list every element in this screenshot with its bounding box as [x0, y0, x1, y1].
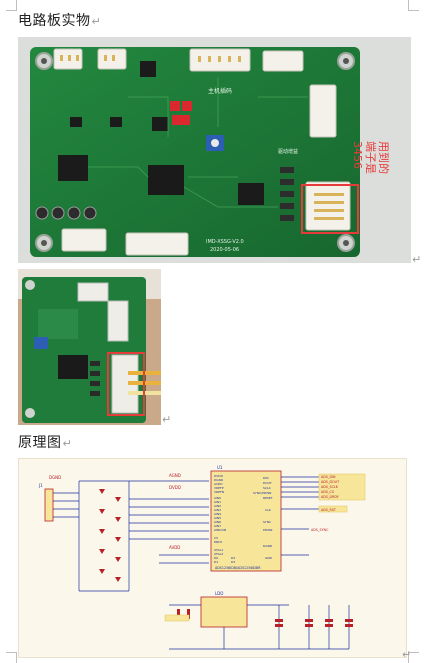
ic-pin-left-0: DVDD — [214, 474, 224, 478]
ic-pin-left-6: AIN1 — [214, 500, 221, 504]
highlight-box-terminals — [301, 184, 359, 234]
page-corner-bottom-left — [6, 652, 17, 663]
paragraph-mark: ↵ — [91, 15, 102, 28]
heading-schematic: 原理图↵ — [18, 432, 72, 452]
connector-label: J1 — [38, 483, 43, 488]
net-label-left-2: DVDD — [169, 485, 181, 490]
ic-pin-left-18: D0 — [214, 556, 218, 560]
net-label-right-6: ADS_SYNC — [311, 528, 329, 532]
page-corner-top-left — [6, 0, 17, 11]
annotation-line-3: 3456 — [351, 141, 364, 169]
ic-pin-right-7: PDWN — [263, 528, 272, 532]
ic-pin-left-14: CS — [214, 536, 218, 540]
net-label-left-0: DGND — [49, 475, 61, 480]
net-label-right-3: ADS_CS — [321, 490, 334, 494]
board-photo-main: 主机插码 驱动增益 IMD-XSSG-V2.0 2020-05-06 用到的 端… — [18, 37, 411, 263]
ic-pin-left-8: AIN3 — [214, 508, 221, 512]
schematic-regulator — [200, 596, 248, 628]
paragraph-mark: ↵ — [62, 437, 73, 450]
board-photo-second-drawing — [18, 269, 161, 425]
net-label-right-4: ADS_DRDY — [321, 495, 340, 499]
silk-motor-chip: 主机插码 — [208, 87, 232, 95]
ic-pin-left-15: DRDY — [214, 540, 223, 544]
regulator-label: LDO — [215, 591, 223, 596]
ic-pin-left-5: AIN0 — [214, 496, 221, 500]
ic-pin-left-3: VREFP — [214, 486, 224, 490]
ic-pin-left-2: AVDD — [214, 482, 223, 486]
paragraph-mark: ↵ — [412, 253, 422, 266]
net-label-right-2: ADS_SCLK — [321, 485, 339, 489]
heading-schematic-text: 原理图 — [18, 435, 62, 451]
ic-pin-right-6: SYNC — [263, 520, 271, 524]
schematic-connector-j1 — [44, 488, 54, 522]
ic-pin-left-20: D2 — [231, 556, 235, 560]
ic-pin-right-9: GND — [265, 556, 273, 560]
ic-pin-right-5: CLK — [265, 508, 272, 512]
ic-pin-left-17: XTAL2 — [214, 552, 223, 556]
ic-pin-left-1: DGND — [214, 478, 224, 482]
ic-pin-left-10: AIN5 — [214, 516, 221, 520]
ic-part-number: ADS1256IDB/ADS1256IDBR — [215, 566, 261, 570]
ic-pin-right-4: RESET — [263, 496, 273, 500]
page-corner-top-right — [408, 0, 419, 11]
ic-pin-left-11: AIN6 — [214, 520, 221, 524]
net-label-right-0: ADS_DIN — [321, 475, 336, 479]
board-photo-second — [18, 269, 161, 425]
paragraph-mark: ↵ — [402, 648, 412, 661]
ic-pin-left-7: AIN2 — [214, 504, 221, 508]
silk-drive-gain: 驱动增益 — [278, 148, 298, 155]
annotation-text-group: 用到的 端子是 3456 — [351, 141, 391, 174]
board-photo-main-drawing: 主机插码 驱动增益 IMD-XSSG-V2.0 2020-05-06 用到的 端… — [18, 37, 411, 263]
ic-pin-left-16: XTAL1 — [214, 548, 223, 552]
ic-pin-right-8: DGND — [263, 544, 273, 548]
schematic-drawing: J1 DGND AGND DVDD — [38, 465, 366, 650]
page-corner-bottom-right — [408, 652, 419, 663]
ic-pin-right-2: SCLK — [263, 486, 272, 490]
ic-pin-right-3: SYNC/PDWN — [253, 491, 271, 495]
heading-board-photo: 电路板实物↵ — [18, 10, 101, 30]
net-label-right-1: ADS_DOUT — [321, 480, 340, 484]
heading-board-photo-text: 电路板实物 — [18, 13, 91, 29]
ic-pin-left-13: AINCOM — [214, 528, 227, 532]
ic-pin-left-9: AIN4 — [214, 512, 221, 516]
schematic-ic-main — [210, 470, 282, 572]
ic-pin-left-12: AIN7 — [214, 524, 221, 528]
pcb-main-chip — [148, 165, 184, 195]
pcb-board — [30, 47, 360, 257]
net-label-left-1: AGND — [169, 473, 181, 478]
highlight-box-wires — [107, 352, 145, 416]
ic-pin-right-0: DIN — [263, 476, 268, 480]
schematic-image: J1 DGND AGND DVDD — [18, 458, 407, 658]
net-label-left-3: AVDD — [169, 545, 180, 550]
net-label-right-5: ADS_RST — [321, 508, 337, 512]
ic-designator: U1 — [217, 465, 223, 470]
ic-pin-left-21: D3 — [231, 560, 235, 564]
silk-date: 2020-05-06 — [210, 247, 239, 253]
ic-pin-right-1: DOUT — [263, 481, 272, 485]
annotation-line-1: 用到的 — [377, 141, 391, 174]
ic-pin-left-4: VREFN — [214, 490, 224, 494]
silk-version: IMD-XSSG-V2.0 — [206, 239, 244, 245]
ic-pin-left-19: D1 — [214, 560, 218, 564]
paragraph-mark: ↵ — [162, 413, 172, 426]
annotation-line-2: 端子是 — [364, 141, 377, 174]
